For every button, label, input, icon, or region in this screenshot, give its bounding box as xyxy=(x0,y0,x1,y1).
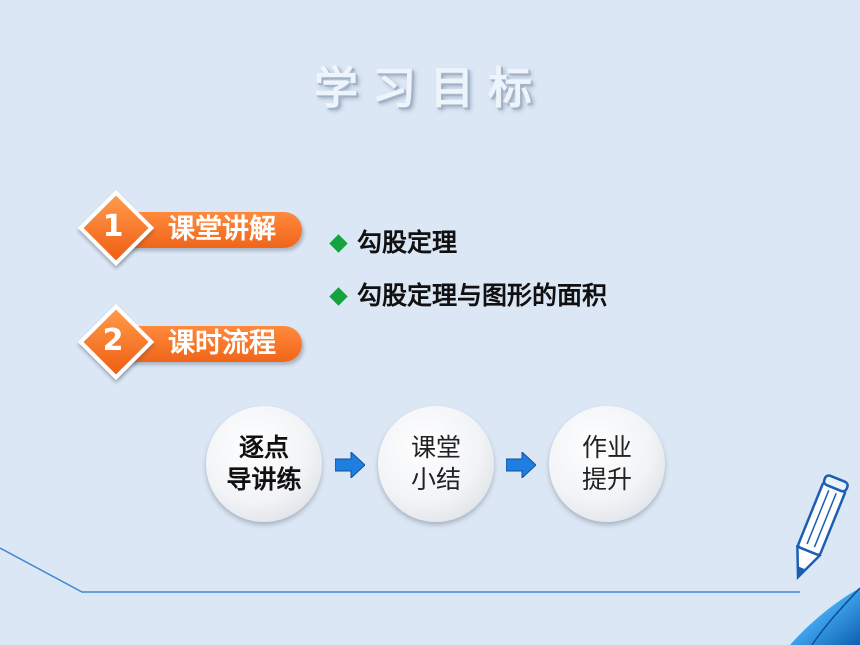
badge-bar: 课堂讲解 xyxy=(122,212,302,248)
page-title: 学习目标 xyxy=(314,63,546,114)
topic-item-1[interactable]: 勾股定理 xyxy=(325,225,457,261)
flow-step-2-line1: 课堂 xyxy=(410,433,461,462)
section-number-1: 1 xyxy=(102,209,124,244)
diamond-bullet-icon xyxy=(329,233,348,253)
flow-step-3-line1: 作业 xyxy=(581,433,632,462)
flow-step-1-line2: 导讲练 xyxy=(226,465,302,494)
section-badge-1[interactable]: 课堂讲解 1 xyxy=(77,189,307,280)
flow-step-3[interactable]: 作业 提升 xyxy=(549,406,665,522)
flow-step-1[interactable]: 逐点 导讲练 xyxy=(206,406,322,522)
badge-bar: 课时流程 xyxy=(122,326,302,362)
section-label-2: 课时流程 xyxy=(168,328,276,359)
section-badge-2[interactable]: 课时流程 2 xyxy=(77,303,307,394)
diamond-bullet-icon xyxy=(329,286,348,306)
flow-step-1-line1: 逐点 xyxy=(238,433,289,462)
flow-step-2-line2: 小结 xyxy=(410,465,461,494)
right-arrow-icon xyxy=(506,452,536,478)
right-arrow-icon xyxy=(335,452,365,478)
flow-step-2[interactable]: 课堂 小结 xyxy=(378,406,494,522)
flow-step-3-line2: 提升 xyxy=(581,465,632,494)
topic-label-1: 勾股定理 xyxy=(357,228,458,257)
topic-item-2[interactable]: 勾股定理与图形的面积 xyxy=(325,278,607,314)
topic-label-2: 勾股定理与图形的面积 xyxy=(357,281,608,310)
section-label-1: 课堂讲解 xyxy=(168,214,276,245)
section-number-2: 2 xyxy=(102,323,124,358)
